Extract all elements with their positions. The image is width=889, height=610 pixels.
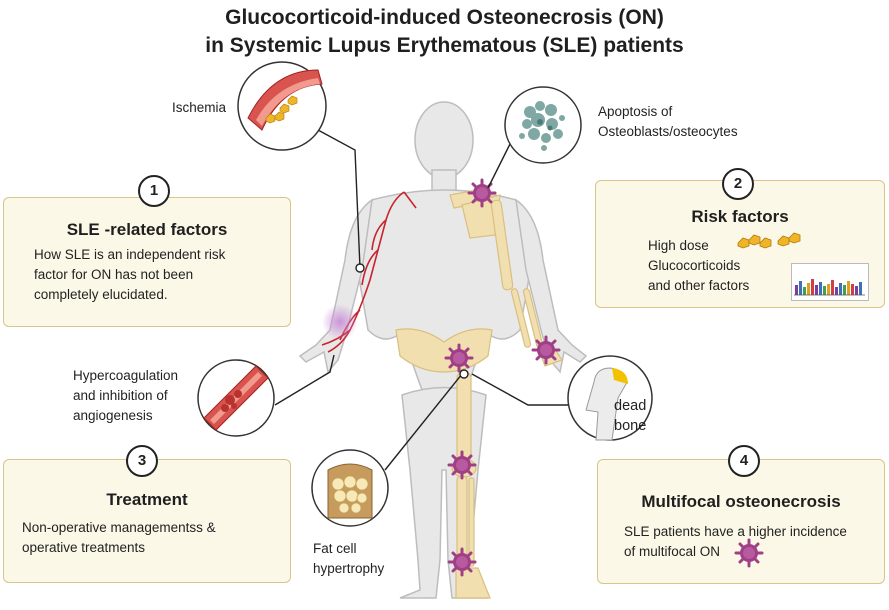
label-line: angiogenesis	[73, 408, 153, 423]
lesion-ankle	[447, 547, 477, 577]
label-line: dead	[614, 398, 647, 414]
number-badge-1: 1	[138, 175, 170, 207]
number-badge-4: 4	[728, 445, 760, 477]
label-line: Osteoblasts/osteocytes	[598, 124, 738, 139]
label-apoptosis: Apoptosis of Osteoblasts/osteocytes	[598, 102, 738, 142]
box-line: of multifocal ON	[624, 544, 721, 559]
box-treatment: Treatment Non-operative managementss & o…	[3, 459, 291, 583]
glow-spot	[322, 304, 358, 340]
box-heading: SLE -related factors	[66, 220, 228, 239]
label-line: Hypercoagulation	[73, 368, 179, 383]
label-line: hypertrophy	[313, 561, 385, 576]
label-line: Apoptosis of	[598, 104, 673, 119]
clot-icon	[197, 359, 275, 437]
lesion-knee	[447, 450, 477, 480]
lesion-hip	[444, 343, 474, 373]
box-sle-factors: SLE -related factors How SLE is an indep…	[3, 197, 291, 327]
human-figure	[298, 101, 588, 599]
box-line: completely elucidated.	[34, 287, 168, 302]
label-line: Fat cell	[313, 541, 357, 556]
title-line-2: in Systemic Lupus Erythematous (SLE) pat…	[205, 34, 684, 57]
label-dead-bone: dead bone	[614, 396, 646, 436]
fat-cell-icon	[311, 449, 389, 527]
box-line: Glucocorticoids	[648, 258, 741, 273]
bar-chart-icon	[791, 263, 869, 301]
box-heading: Risk factors	[691, 207, 789, 226]
box-multifocal: Multifocal osteonecrosis SLE patients ha…	[597, 459, 885, 584]
lesion-hand	[531, 335, 561, 365]
connector-lines	[274, 129, 576, 471]
box-text: SLE patients have a higher incidence of …	[624, 522, 847, 562]
molecule-icon	[737, 232, 801, 249]
vessel-icon	[237, 61, 327, 151]
femur-head-icon	[567, 355, 653, 441]
box-risk-factors: Risk factors High dose Glucocorticoids a…	[595, 180, 885, 308]
number-badge-2: 2	[722, 168, 754, 200]
label-line: bone	[614, 418, 647, 434]
box-heading: Multifocal osteonecrosis	[641, 492, 841, 511]
label-ischemia: Ischemia	[172, 100, 227, 115]
title-line-1: Glucocorticoid-induced Osteonecrosis (ON…	[225, 6, 664, 29]
lesion-shoulder	[467, 178, 497, 208]
box-line: Non-operative managementss &	[22, 520, 216, 535]
cell-cluster-icon	[504, 86, 582, 164]
label-hypercoagulation: Hypercoagulation and inhibition of angio…	[73, 366, 178, 426]
box-text: High dose Glucocorticoids and other fact…	[648, 236, 749, 296]
label-fat-cell: Fat cell hypertrophy	[313, 539, 384, 579]
box-heading: Treatment	[106, 490, 188, 509]
box-line: operative treatments	[22, 540, 146, 555]
box-line: How SLE is an independent risk	[34, 247, 226, 262]
box-line: High dose	[648, 238, 709, 253]
number-badge-3: 3	[126, 445, 158, 477]
box-line: and other factors	[648, 278, 750, 293]
label-line: and inhibition of	[73, 388, 168, 403]
lesion-icon	[734, 538, 764, 568]
box-text: How SLE is an independent risk factor fo…	[34, 245, 225, 305]
box-text: Non-operative managementss & operative t…	[22, 518, 216, 558]
box-line: SLE patients have a higher incidence	[624, 524, 847, 539]
box-line: factor for ON has not been	[34, 267, 194, 282]
